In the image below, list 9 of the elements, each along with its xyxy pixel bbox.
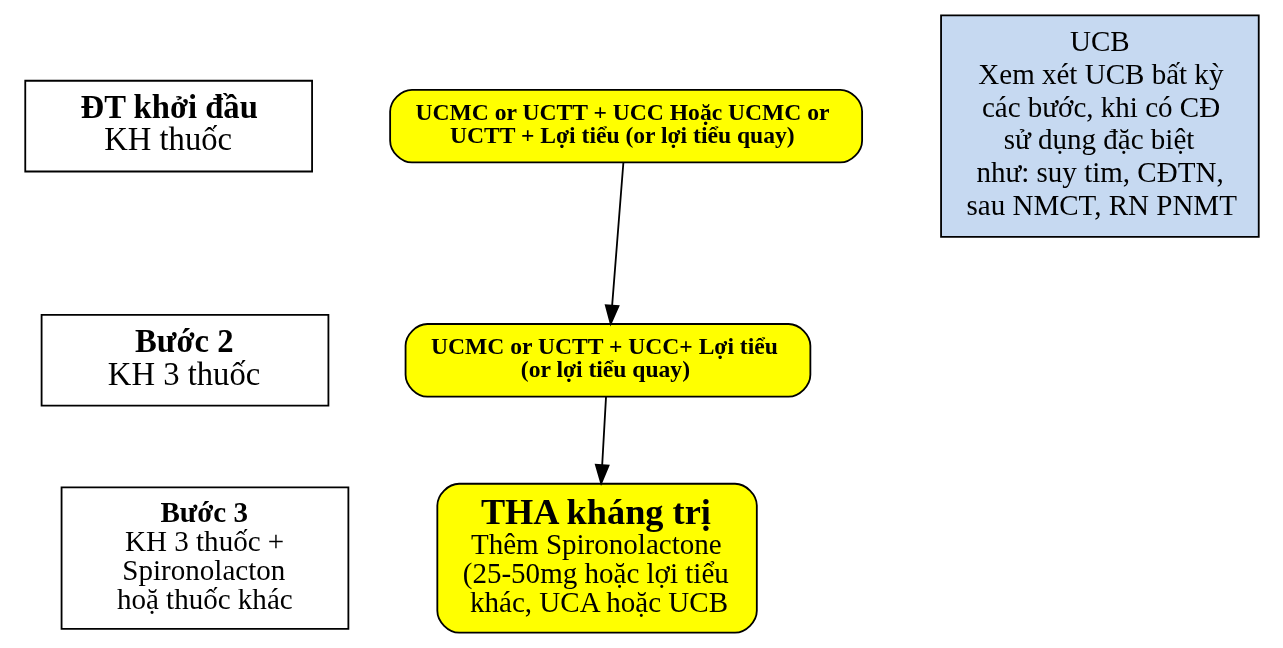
arrow <box>594 395 610 487</box>
node-box: Bước 3 KH 3 thuốc + Spironolacton hoặ thuốc khác <box>60 486 349 630</box>
node-box: ĐT khởi đầu KH thuốc <box>23 79 313 173</box>
node-box: UCB Xem xét UCB bất kỳ các bước, khi có CĐ sử dụng đặc biệt như: suy tim, CĐTN, sau NMCT, RN PNMT <box>939 14 1260 238</box>
node-box: UCMC or UCTT + UCC+ Lợi tiểu (or lợi tiểu quay) <box>404 323 811 398</box>
node-box: Bước 2 KH 3 thuốc <box>40 314 329 407</box>
node-box: UCMC or UCTT + UCC Hoặc UCMC or UCTT + Lợi tiểu (or lợi tiểu quay) <box>388 88 863 164</box>
node-box: THA kháng trị Thêm Spironolactone (25-50mg hoặc lợi tiểu khác, UCA hoặc UCB <box>435 482 758 634</box>
arrow <box>604 161 624 327</box>
